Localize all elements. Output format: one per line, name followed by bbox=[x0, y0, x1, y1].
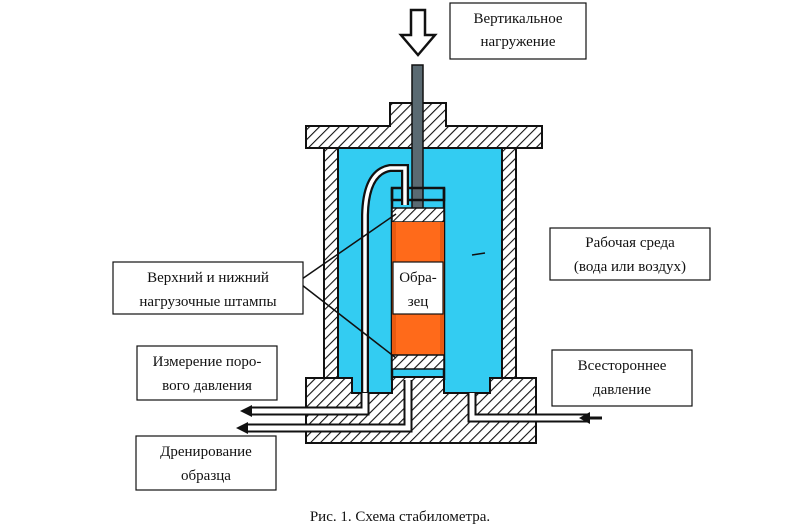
piston-rod bbox=[411, 64, 424, 213]
cell-inlet-arrow-icon bbox=[579, 412, 602, 424]
left-wall bbox=[323, 147, 339, 394]
drainage-outlet-arrow-icon bbox=[236, 422, 248, 434]
label-cell-pressure-1: Всестороннее bbox=[578, 358, 667, 374]
label-pore-pressure-1: Измерение поро- bbox=[153, 354, 262, 370]
drainage-channel bbox=[248, 380, 413, 433]
pore-outlet-arrow-icon bbox=[240, 405, 252, 417]
label-cell-pressure-2: давление bbox=[593, 382, 651, 398]
label-platens-2: нагрузочные штампы bbox=[139, 294, 276, 310]
top-platen bbox=[391, 207, 445, 223]
label-vertical-load-2: нагружение bbox=[481, 34, 556, 50]
top-cap bbox=[305, 102, 543, 149]
bottom-platen bbox=[391, 354, 445, 370]
label-vertical-load-1: Вертикальное bbox=[473, 11, 562, 27]
label-drainage-2: образца bbox=[181, 468, 231, 484]
cell-pressure-channel bbox=[467, 393, 590, 423]
label-working-medium-1: Рабочая среда bbox=[585, 235, 675, 251]
right-wall bbox=[501, 147, 517, 394]
label-platens-1: Верхний и нижний bbox=[147, 270, 269, 286]
label-drainage-1: Дренирование bbox=[160, 444, 252, 460]
figure-caption: Рис. 1. Схема стабилометра. bbox=[310, 509, 490, 525]
label-sample-2: зец bbox=[408, 294, 429, 310]
label-working-medium-2: (вода или воздух) bbox=[574, 259, 686, 275]
load-arrow-icon bbox=[398, 8, 438, 57]
label-pore-pressure-2: вого давления bbox=[162, 378, 252, 394]
label-sample-1: Обра- bbox=[399, 270, 437, 286]
pore-channel bbox=[252, 393, 370, 416]
